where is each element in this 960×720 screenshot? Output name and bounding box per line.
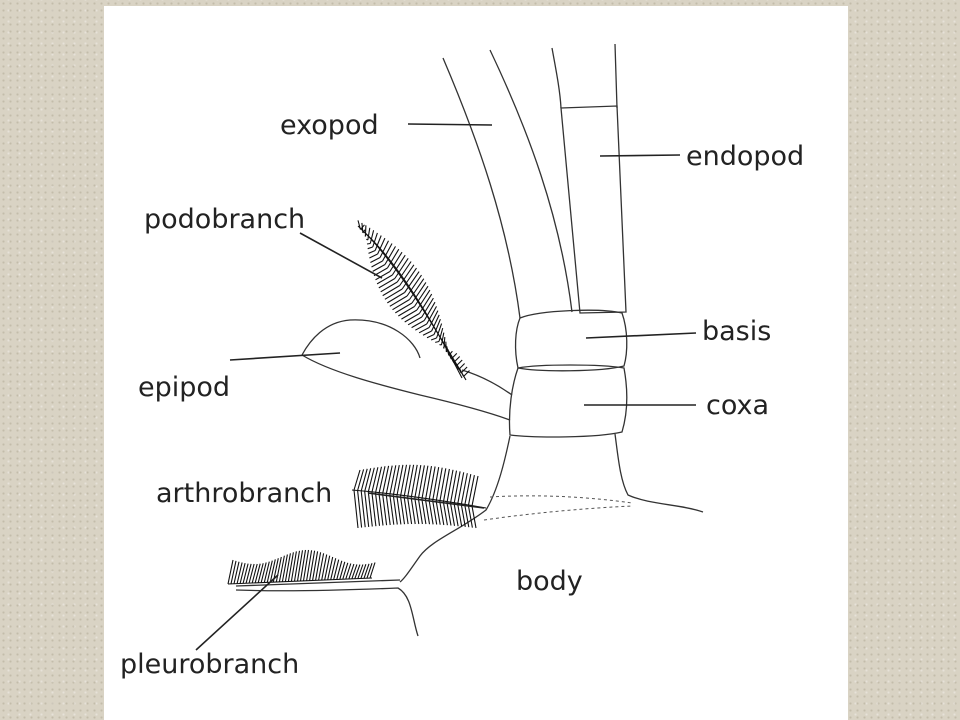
endopod-label: endopod <box>686 141 804 172</box>
arthrobranch-gill <box>351 464 487 529</box>
basis-leader <box>585 332 697 339</box>
epipod-leader <box>229 352 341 361</box>
coxa-segment <box>508 364 628 438</box>
endopod-shape <box>551 43 627 314</box>
endopod-leader <box>599 154 681 157</box>
pleurobranch-gill <box>227 549 376 585</box>
podobranch-label: podobranch <box>144 204 305 235</box>
body-label: body <box>516 566 583 597</box>
basis-segment <box>514 309 628 372</box>
exopod-leader <box>407 123 493 126</box>
exopod-label: exopod <box>280 110 379 141</box>
coxa-label: coxa <box>706 390 769 421</box>
exopod-shape <box>442 49 573 319</box>
arthrobranch-label: arthrobranch <box>156 478 332 509</box>
arthrobranch-leader <box>367 492 485 509</box>
podobranch-gill <box>357 220 470 381</box>
pleurobranch-label: pleurobranch <box>120 649 299 680</box>
basis-label: basis <box>702 316 771 347</box>
podobranch-leader <box>299 232 383 279</box>
body-shape <box>235 433 704 637</box>
epipod-shape <box>301 319 513 421</box>
epipod-label: epipod <box>138 372 230 403</box>
pleurobranch-leader <box>195 574 279 651</box>
